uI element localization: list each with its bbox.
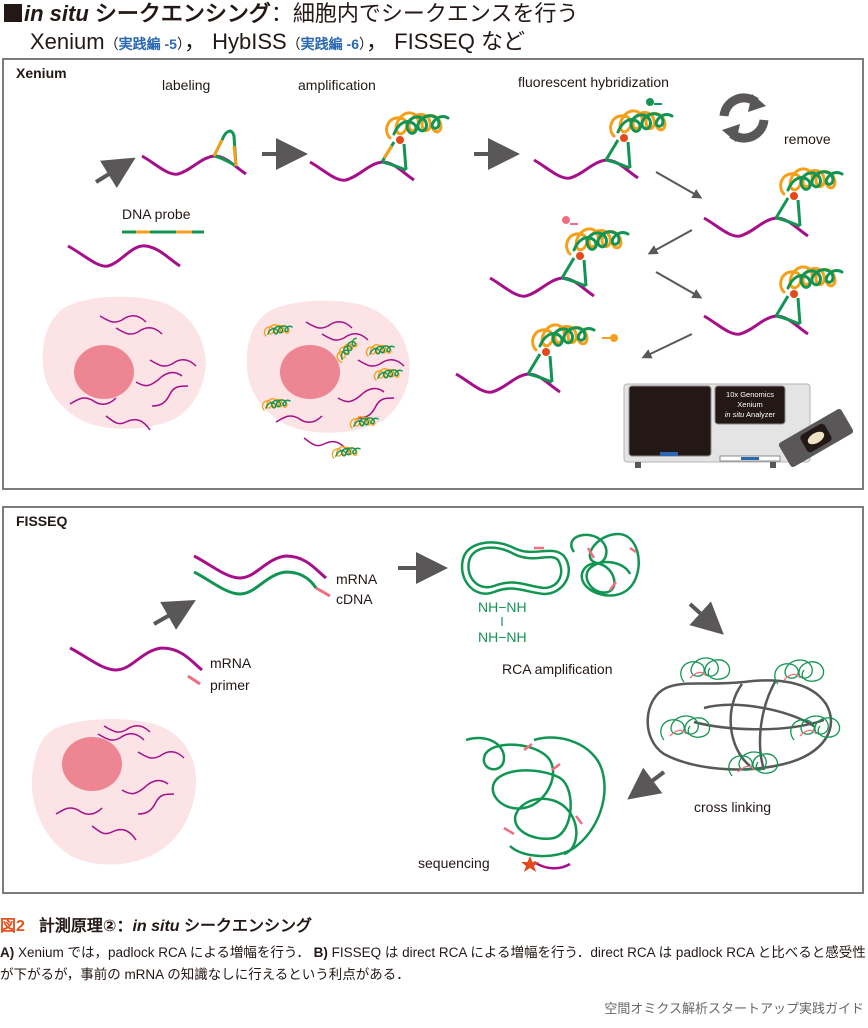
nucleus	[74, 345, 134, 399]
instrument-label-1: 10x Genomics	[726, 390, 774, 399]
arrow-to-sequencing	[627, 767, 666, 800]
figure-caption-body: A) Xenium では，padlock RCA による増幅を行う． B) FI…	[0, 942, 866, 986]
amplified-probe-1	[309, 111, 450, 182]
panel-a-title: Xenium	[16, 65, 67, 81]
book-title-footer: 空間オミクス解析スタートアップ実践ガイド	[604, 1001, 864, 1016]
primer-strand	[187, 674, 201, 686]
rca-circular-cdna	[461, 541, 570, 596]
separator: ，	[366, 29, 389, 54]
panel-fisseq: FISSEQ mRNA cDNA mRNA primer NH−NH NH−NH…	[2, 506, 864, 894]
sequencing-rca-product	[465, 736, 606, 870]
label-cross-linking: cross linking	[694, 799, 771, 815]
label-fluorescent-hybridization: fluorescent hybridization	[518, 74, 669, 90]
cell-fisseq	[31, 719, 197, 865]
heading-bold: シークエンシング	[88, 1, 271, 26]
arrow-cycle-2	[647, 229, 693, 255]
figure-number: 図2	[0, 918, 25, 935]
method-xenium: Xenium	[30, 29, 105, 54]
fluorescent-probe-1	[533, 98, 674, 180]
cell-before	[42, 296, 206, 431]
heading-italic: in situ	[24, 1, 89, 26]
caption-title-italic: in situ	[132, 918, 180, 935]
arrow-to-crosslink	[688, 601, 724, 635]
mrna-bottom	[69, 646, 203, 672]
caption-title-post: シークエンシング	[179, 918, 313, 935]
fluorophore-orange	[610, 334, 618, 342]
instrument-label-3: in situ Analyzer	[725, 410, 776, 419]
cross-linked-network	[646, 657, 841, 777]
mrna-top	[193, 554, 327, 580]
nucleus	[62, 737, 122, 791]
panel-xenium: Xenium labeling amplification fluorescen…	[2, 58, 864, 490]
separator: ，	[183, 29, 206, 54]
fluorophore-green	[646, 98, 654, 106]
fisseq-diagram: FISSEQ mRNA cDNA mRNA primer NH−NH NH−NH…	[16, 513, 841, 872]
labeling-probe	[141, 129, 247, 176]
label-sequencing: sequencing	[418, 855, 490, 871]
arrow-to-cdna	[153, 600, 196, 630]
label-remove: remove	[784, 131, 831, 147]
paren: ）	[359, 36, 367, 52]
cell-after	[246, 300, 410, 459]
fluorescent-probe-3	[489, 216, 630, 298]
crosslink-bottom: NH−NH	[478, 629, 527, 645]
caption-a-text: Xenium では，padlock RCA による増幅を行う．	[14, 945, 310, 960]
instrument-label-2: Xenium	[737, 400, 762, 409]
crosslink-top: NH−NH	[478, 599, 527, 615]
section-heading: in situ シークエンシング：細胞内でシークエンスを行う	[4, 0, 578, 28]
xenium-diagram: Xenium labeling amplification fluorescen…	[16, 65, 854, 468]
fluorescent-probe-5	[455, 323, 618, 394]
heading-square-icon	[4, 4, 22, 22]
caption-title-pre: 計測原理②：	[38, 918, 133, 935]
caption-b-text: FISSEQ は direct RCA による増幅を行う．direct RCA …	[0, 945, 866, 982]
paren: （	[104, 36, 119, 52]
arrow-cycle-3	[655, 271, 703, 299]
cdna	[193, 570, 318, 596]
mrna-free	[67, 244, 181, 268]
arrow-cycle-1	[655, 171, 703, 199]
cycle-icon	[719, 93, 769, 143]
label-primer: primer	[210, 677, 250, 693]
cdna-primer	[315, 586, 331, 598]
xenium-ref-link[interactable]: 実践編 -5	[118, 36, 177, 52]
label-cdna: cDNA	[336, 591, 373, 607]
suffix: など	[480, 29, 525, 54]
fluorophore-pink	[562, 216, 570, 224]
fluorescent-probe-2	[703, 167, 844, 238]
figure-caption-title: 図2 計測原理②：in situ シークエンシング	[0, 912, 312, 936]
fluorescent-probe-4	[703, 265, 844, 336]
label-dna-probe: DNA probe	[122, 206, 191, 222]
paren: ）	[176, 36, 184, 52]
label-mrna-bottom: mRNA	[210, 655, 252, 671]
method-hybiss: HybISS	[212, 29, 287, 54]
panel-b-title: FISSEQ	[16, 513, 67, 529]
arrow-to-labeling	[94, 157, 136, 189]
nucleus	[280, 345, 340, 399]
hybiss-ref-link[interactable]: 実践編 -6	[300, 36, 360, 52]
arrow-cycle-4	[641, 333, 693, 359]
star-icon	[521, 856, 539, 872]
caption-b-label: B)	[313, 945, 328, 960]
slide-cassette	[778, 408, 854, 468]
heading-rest: ：細胞内でシークエンスを行う	[270, 1, 579, 26]
rca-product	[570, 532, 640, 597]
section-subheading: Xenium（実践編 -5）， HybISS（実践編 -6）， FISSEQ な…	[30, 28, 525, 58]
label-mrna-top: mRNA	[336, 571, 378, 587]
label-amplification: amplification	[298, 77, 376, 93]
method-fisseq: FISSEQ	[394, 29, 475, 54]
paren: （	[286, 36, 301, 52]
label-rca-amplification: RCA amplification	[502, 661, 613, 677]
caption-a-label: A)	[0, 945, 15, 960]
label-labeling: labeling	[162, 77, 210, 93]
xenium-analyzer-instrument: 10x Genomics Xenium in situ Analyzer	[623, 383, 854, 468]
